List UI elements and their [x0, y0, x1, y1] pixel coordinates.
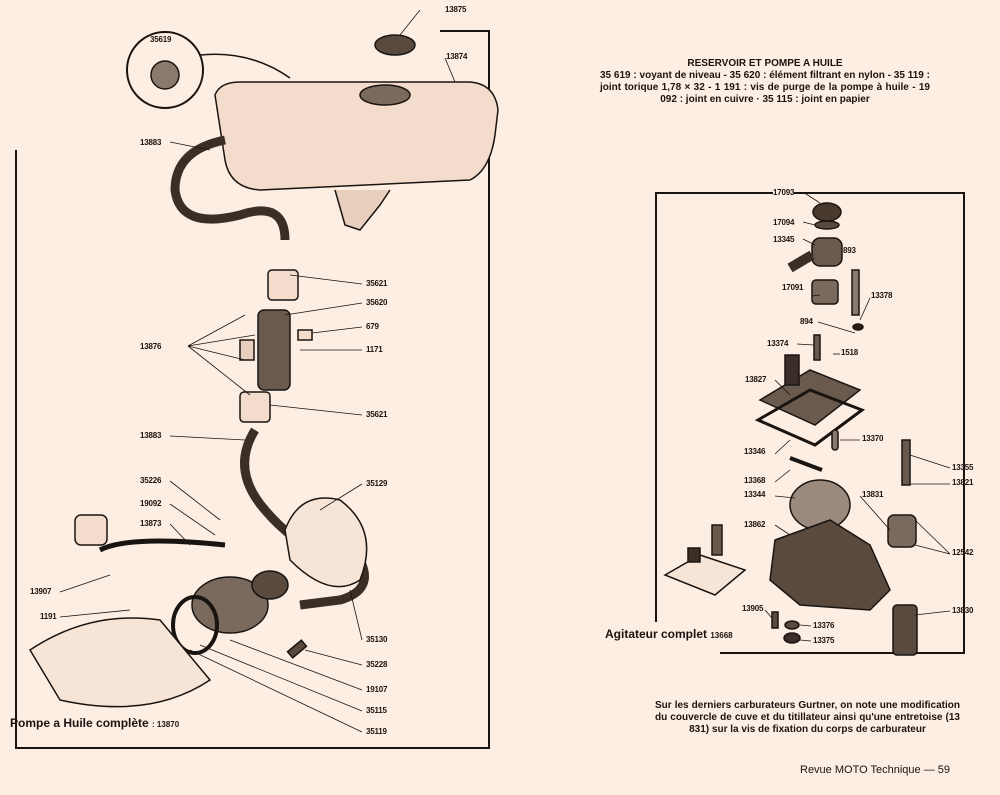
filter-35620	[257, 309, 291, 391]
part-label: 35620	[366, 298, 388, 307]
part-label: 35226	[140, 476, 162, 485]
part-label: 35228	[366, 660, 388, 669]
inset-circle	[126, 31, 204, 109]
assembly-name: Pompe a Huile complète	[10, 716, 149, 730]
part-label: 1171	[366, 345, 383, 354]
fitting-13907	[74, 514, 108, 546]
agitator-assembly-label: Agitateur complet 13668	[605, 627, 733, 641]
assembly-ref: 13668	[710, 631, 733, 640]
joint-35119	[171, 595, 219, 655]
part-label: 17093	[773, 188, 795, 197]
right-frame-right	[963, 192, 965, 654]
part-label: 13368	[744, 476, 766, 485]
agitator-13668	[663, 554, 747, 596]
filter-35621-lower	[239, 391, 271, 423]
jet-13355	[901, 439, 911, 486]
part-label: 35130	[366, 635, 388, 644]
pump-body	[191, 576, 269, 634]
cover-13827	[758, 369, 862, 426]
part-label: 19107	[366, 685, 388, 694]
tank-cap-13875	[374, 34, 416, 56]
part-label: 13830	[952, 606, 974, 615]
part-label: 13905	[742, 604, 764, 613]
section-title: RESERVOIR ET POMPE A HUILE	[687, 58, 843, 69]
part-label: 13346	[744, 447, 766, 456]
parts-caption: 35 619 : voyant de niveau - 35 620 : élé…	[600, 70, 930, 105]
left-frame-top	[440, 30, 490, 32]
right-frame-top	[655, 192, 965, 194]
part-label: 35621	[366, 410, 388, 419]
part-label: 679	[366, 322, 379, 331]
part-label: 13875	[445, 5, 467, 14]
part-label: 35619	[150, 35, 172, 44]
cover-35129	[284, 497, 368, 588]
left-frame-left	[15, 150, 17, 748]
part-label: 13378	[871, 291, 893, 300]
part-label: 13907	[30, 587, 52, 596]
jet-holder-13830	[892, 604, 918, 656]
part-label: 1191	[40, 612, 57, 621]
right-frame-left	[655, 192, 657, 622]
part-label: 13874	[446, 52, 468, 61]
part-label: 894	[800, 317, 813, 326]
cap-17093	[812, 202, 842, 222]
screw-35228	[286, 639, 308, 659]
part-label: 13862	[744, 520, 766, 529]
part-label: 19092	[140, 499, 162, 508]
engine-casing	[28, 617, 212, 708]
left-frame-bottom	[15, 747, 490, 749]
oil-tank-13874	[214, 81, 499, 191]
part-label: 13374	[767, 339, 789, 348]
pin-13368	[789, 456, 823, 472]
part-label: 1518	[841, 348, 858, 357]
screw-13905	[771, 611, 779, 629]
screw-13374	[813, 334, 821, 361]
carb-body-13862	[769, 519, 891, 611]
pump-assembly-label: Pompe a Huile complète : 13870	[10, 716, 179, 730]
assembly-ref: : 13870	[152, 720, 180, 729]
pipe-13873	[98, 538, 226, 553]
left-frame-right	[488, 30, 490, 749]
part-label: 35115	[366, 706, 387, 715]
part-label: 13827	[745, 375, 767, 384]
washer-17094	[814, 220, 840, 230]
part-label: 17091	[782, 283, 804, 292]
float-13344	[789, 479, 851, 531]
part-label: 13821	[952, 478, 974, 487]
banjo-13345	[811, 237, 843, 267]
part-label: 13883	[140, 431, 162, 440]
carburettor-note: Sur les derniers carburateurs Gurtner, o…	[655, 700, 960, 735]
part-label: 12542	[952, 548, 974, 557]
part-label: 13344	[744, 490, 766, 499]
filter-35621	[267, 269, 299, 301]
spacer-12542	[887, 514, 917, 548]
part-label: 35621	[366, 279, 388, 288]
page-footer: Revue MOTO Technique — 59	[800, 764, 951, 776]
part-label: 13883	[140, 138, 162, 147]
hose-13883	[170, 135, 290, 241]
part-label: 13376	[813, 621, 835, 630]
part-label: 13355	[952, 463, 974, 472]
part-label: 13370	[862, 434, 884, 443]
level-window-35619	[150, 60, 180, 90]
gasket-13346	[754, 388, 866, 447]
part-label: 893	[843, 246, 856, 255]
screw-13378	[851, 269, 860, 316]
assembly-name: Agitateur complet	[605, 627, 708, 641]
right-frame-bottom	[720, 652, 965, 654]
part-label: 17094	[773, 218, 795, 227]
part-label: 13876	[140, 342, 162, 351]
part-label: 13375	[813, 636, 835, 645]
part-label: 13873	[140, 519, 162, 528]
needle-13370	[831, 429, 839, 451]
part-label: 35119	[366, 727, 387, 736]
part-label: 13831	[862, 490, 884, 499]
part-label: 35129	[366, 479, 388, 488]
part-label: 13345	[773, 235, 795, 244]
filter-17091	[811, 279, 839, 305]
